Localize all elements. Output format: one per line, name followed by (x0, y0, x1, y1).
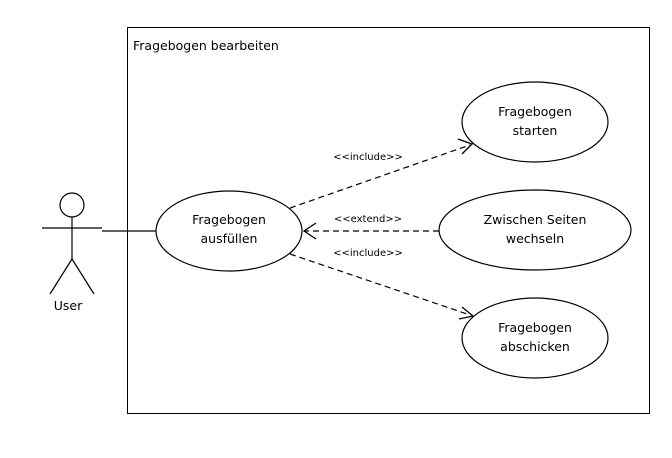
system-title: Fragebogen bearbeiten (133, 38, 279, 53)
use-case-fill-out-line1: Fragebogen (192, 212, 266, 227)
include-start-label: <<include>> (333, 152, 403, 163)
use-case-submit-line1: Fragebogen (498, 320, 572, 335)
actor-left-leg (49, 258, 73, 295)
use-case-switch-pages[interactable]: Zwischen Seiten wechseln (438, 189, 632, 271)
use-case-switch-pages-line2: wechseln (506, 231, 564, 246)
actor-right-leg (71, 258, 95, 295)
use-case-start-line1: Fragebogen (498, 104, 572, 119)
use-case-submit[interactable]: Fragebogen abschicken (461, 297, 609, 379)
extend-switch-label: <<extend>> (334, 214, 402, 225)
use-case-start[interactable]: Fragebogen starten (461, 81, 609, 163)
use-case-switch-pages-line1: Zwischen Seiten (484, 212, 587, 227)
use-case-submit-line2: abschicken (500, 339, 570, 354)
actor-label: User (54, 298, 83, 313)
actor-user[interactable]: User (42, 192, 102, 313)
use-case-fill-out-line2: ausfüllen (201, 231, 258, 246)
relationship-include-start: <<include>> (289, 138, 474, 209)
include-submit-label: <<include>> (333, 248, 403, 259)
relationship-extend-switch: <<extend>> (302, 214, 439, 240)
use-case-fill-out[interactable]: Fragebogen ausfüllen (155, 190, 303, 272)
use-case-start-line2: starten (513, 123, 558, 138)
actor-head (59, 192, 85, 218)
